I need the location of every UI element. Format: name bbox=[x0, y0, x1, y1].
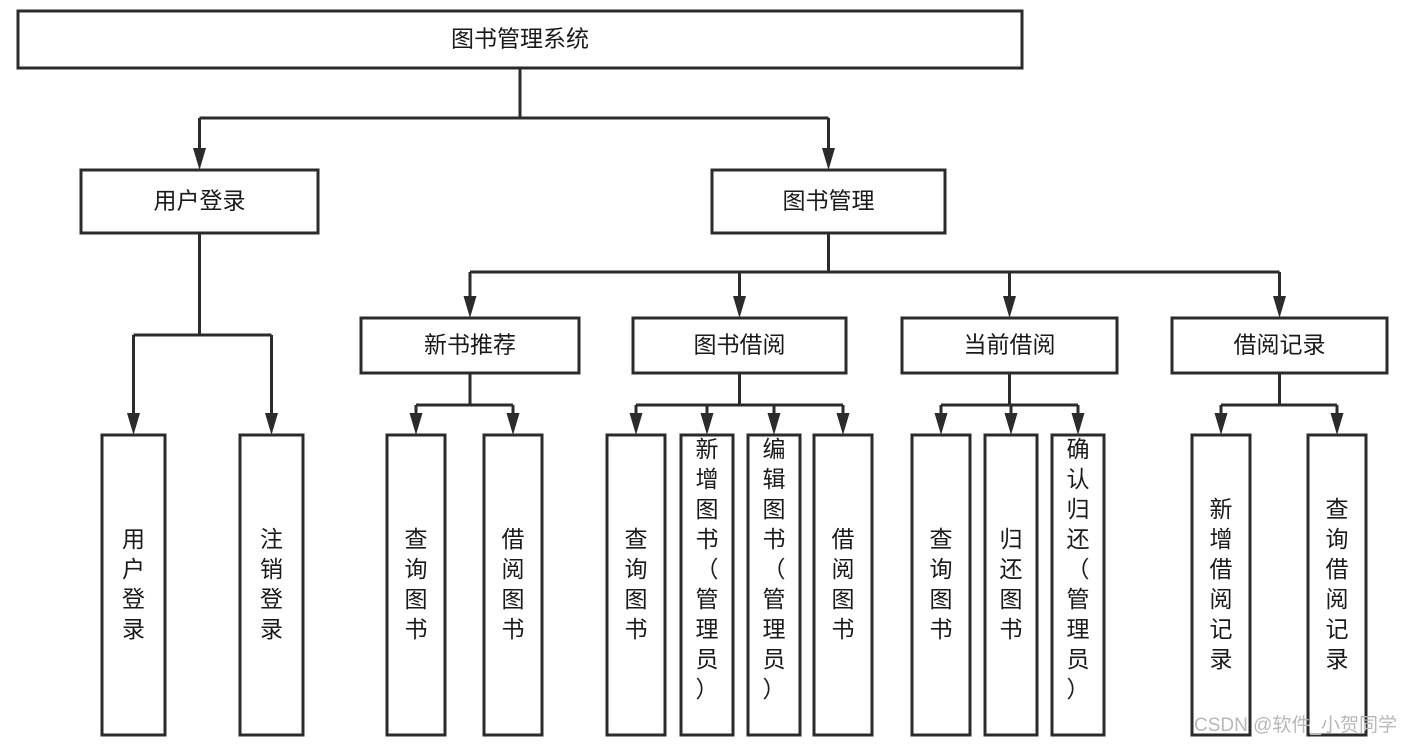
node-leaf-query-book-3[interactable]: 查询图书 bbox=[910, 433, 972, 737]
node-current-borrow-box[interactable] bbox=[900, 316, 1119, 375]
node-new-book-recommend-box[interactable] bbox=[359, 316, 581, 375]
node-current-borrow[interactable]: 当前借阅 bbox=[900, 316, 1119, 375]
node-user-login-label: 用户登录 bbox=[154, 188, 246, 214]
node-leaf-logout-box[interactable] bbox=[238, 433, 305, 737]
node-leaf-query-book-3-box[interactable] bbox=[910, 433, 972, 737]
node-leaf-edit-book-label: 编辑图书（管理员） bbox=[763, 436, 786, 702]
node-user-login[interactable]: 用户登录 bbox=[79, 168, 320, 235]
node-book-manage-label: 图书管理 bbox=[783, 188, 875, 214]
node-current-borrow-label: 当前借阅 bbox=[964, 332, 1056, 358]
node-leaf-borrow-book-1-label: 借阅图书 bbox=[502, 526, 525, 642]
csdn-watermark: CSDN @软件_小贺同学 bbox=[1194, 714, 1397, 736]
node-leaf-edit-book-box[interactable] bbox=[746, 433, 802, 737]
node-borrow-record-label: 借阅记录 bbox=[1234, 332, 1326, 358]
node-new-book-recommend-label: 新书推荐 bbox=[424, 332, 516, 358]
node-leaf-confirm-return-box[interactable] bbox=[1050, 433, 1106, 737]
node-leaf-query-book-1[interactable]: 查询图书 bbox=[385, 433, 447, 737]
node-leaf-user-login-label: 用户登录 bbox=[122, 526, 145, 642]
node-leaf-user-login[interactable]: 用户登录 bbox=[100, 433, 167, 737]
node-leaf-logout-label: 注销登录 bbox=[260, 526, 283, 642]
node-book-manage[interactable]: 图书管理 bbox=[710, 168, 947, 235]
node-borrow-record-box[interactable] bbox=[1170, 316, 1389, 375]
node-leaf-add-book-label: 新增图书（管理员） bbox=[696, 436, 719, 702]
node-leaf-logout[interactable]: 注销登录 bbox=[238, 433, 305, 737]
connector-edge-ul-split bbox=[127, 233, 278, 435]
node-leaf-query-record-label: 查询借阅记录 bbox=[1326, 496, 1349, 672]
connector-edge-bb-split bbox=[629, 373, 850, 435]
node-leaf-query-book-2-box[interactable] bbox=[605, 433, 667, 737]
node-user-login-box[interactable] bbox=[79, 168, 320, 235]
node-leaf-query-book-1-box[interactable] bbox=[385, 433, 447, 737]
node-leaf-query-book-2-label: 查询图书 bbox=[625, 526, 648, 642]
node-leaf-borrow-book-2-label: 借阅图书 bbox=[832, 526, 855, 642]
node-leaf-user-login-box[interactable] bbox=[100, 433, 167, 737]
node-book-borrow[interactable]: 图书借阅 bbox=[631, 316, 848, 375]
node-leaf-edit-book[interactable]: 编辑图书（管理员） bbox=[746, 433, 802, 737]
node-leaf-borrow-book-2[interactable]: 借阅图书 bbox=[812, 433, 874, 737]
node-root[interactable]: 图书管理系统 bbox=[16, 9, 1024, 70]
node-book-borrow-box[interactable] bbox=[631, 316, 848, 375]
node-leaf-borrow-book-1[interactable]: 借阅图书 bbox=[482, 433, 544, 737]
connector-edge-root-split bbox=[193, 68, 835, 170]
node-leaf-query-book-1-label: 查询图书 bbox=[405, 526, 428, 642]
node-leaf-borrow-book-1-box[interactable] bbox=[482, 433, 544, 737]
node-leaf-add-book-box[interactable] bbox=[679, 433, 735, 737]
node-leaf-confirm-return-label: 确认归还（管理员） bbox=[1067, 436, 1090, 702]
node-book-manage-box[interactable] bbox=[710, 168, 947, 235]
node-leaf-add-book[interactable]: 新增图书（管理员） bbox=[679, 433, 735, 737]
node-borrow-record[interactable]: 借阅记录 bbox=[1170, 316, 1389, 375]
node-leaf-return-book-box[interactable] bbox=[983, 433, 1039, 737]
node-leaf-return-book[interactable]: 归还图书 bbox=[983, 433, 1039, 737]
node-leaf-add-record-label: 新增借阅记录 bbox=[1210, 496, 1233, 672]
connector-layer bbox=[127, 68, 1344, 435]
node-leaf-borrow-book-2-box[interactable] bbox=[812, 433, 874, 737]
connector-edge-br-split bbox=[1214, 373, 1344, 435]
node-book-borrow-label: 图书借阅 bbox=[694, 332, 786, 358]
node-leaf-add-record[interactable]: 新增借阅记录 bbox=[1190, 433, 1252, 737]
node-leaf-query-record-box[interactable] bbox=[1306, 433, 1368, 737]
node-leaf-query-book-2[interactable]: 查询图书 bbox=[605, 433, 667, 737]
node-new-book-recommend[interactable]: 新书推荐 bbox=[359, 316, 581, 375]
connector-edge-nbr-split bbox=[409, 373, 520, 435]
connector-edge-cb-split bbox=[934, 373, 1085, 435]
node-leaf-return-book-label: 归还图书 bbox=[1000, 526, 1023, 642]
node-root-label: 图书管理系统 bbox=[451, 26, 589, 52]
node-leaf-confirm-return[interactable]: 确认归还（管理员） bbox=[1050, 433, 1106, 737]
node-leaf-add-record-box[interactable] bbox=[1190, 433, 1252, 737]
connector-edge-bm-split bbox=[463, 233, 1286, 318]
node-leaf-query-book-3-label: 查询图书 bbox=[930, 526, 953, 642]
node-leaf-query-record[interactable]: 查询借阅记录 bbox=[1306, 433, 1368, 737]
node-root-box[interactable] bbox=[16, 9, 1024, 70]
node-layer: 图书管理系统用户登录图书管理新书推荐图书借阅当前借阅借阅记录用户登录注销登录查询… bbox=[16, 9, 1389, 737]
